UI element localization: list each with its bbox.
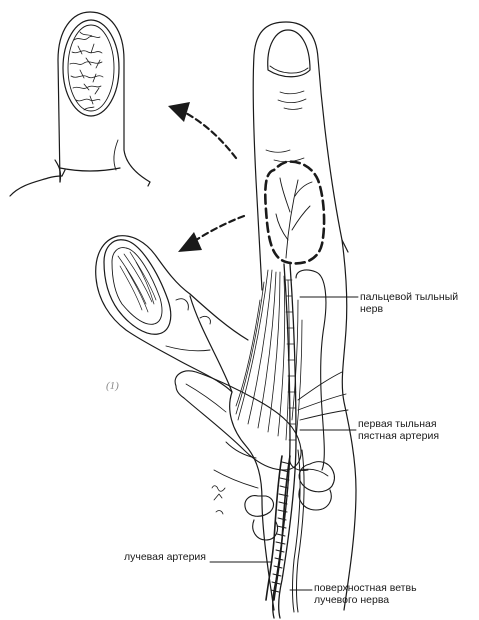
nerve-striations — [285, 279, 297, 441]
panel-number: (1) — [106, 380, 119, 392]
thumb-pulp-outline — [103, 239, 172, 335]
harvested-pulp-outline — [62, 19, 120, 117]
first-metacarpal — [174, 370, 302, 471]
label-radial-artery: лучевая артерия — [124, 551, 206, 563]
artist-signature — [211, 485, 226, 515]
label-first-dorsal-metacarpal-artery: первая тыльная пястная артерия — [358, 418, 440, 442]
label-digital-dorsal-nerve: пальцевой тыльный нерв — [360, 291, 459, 315]
leader-lines — [209, 296, 359, 591]
carpal-bone — [298, 461, 335, 493]
muscle-fibers — [235, 269, 303, 441]
pulp-texture — [69, 31, 104, 111]
flap-outline-dashed — [263, 160, 326, 265]
arrow-to-inset — [168, 102, 238, 160]
thumb — [95, 235, 249, 393]
index-finger — [252, 21, 349, 291]
index-nail — [267, 29, 311, 78]
nerve-branches-in-flap — [275, 177, 313, 259]
inset-fingertip — [9, 11, 151, 197]
neurovascular-pedicle — [265, 263, 349, 619]
label-superficial-radial-nerve: поверхностная ветвь лучевого нерва — [314, 582, 417, 606]
second-metacarpal — [295, 269, 327, 471]
arrow-to-thumb — [178, 214, 246, 252]
radial-artery-pattern — [270, 461, 291, 593]
